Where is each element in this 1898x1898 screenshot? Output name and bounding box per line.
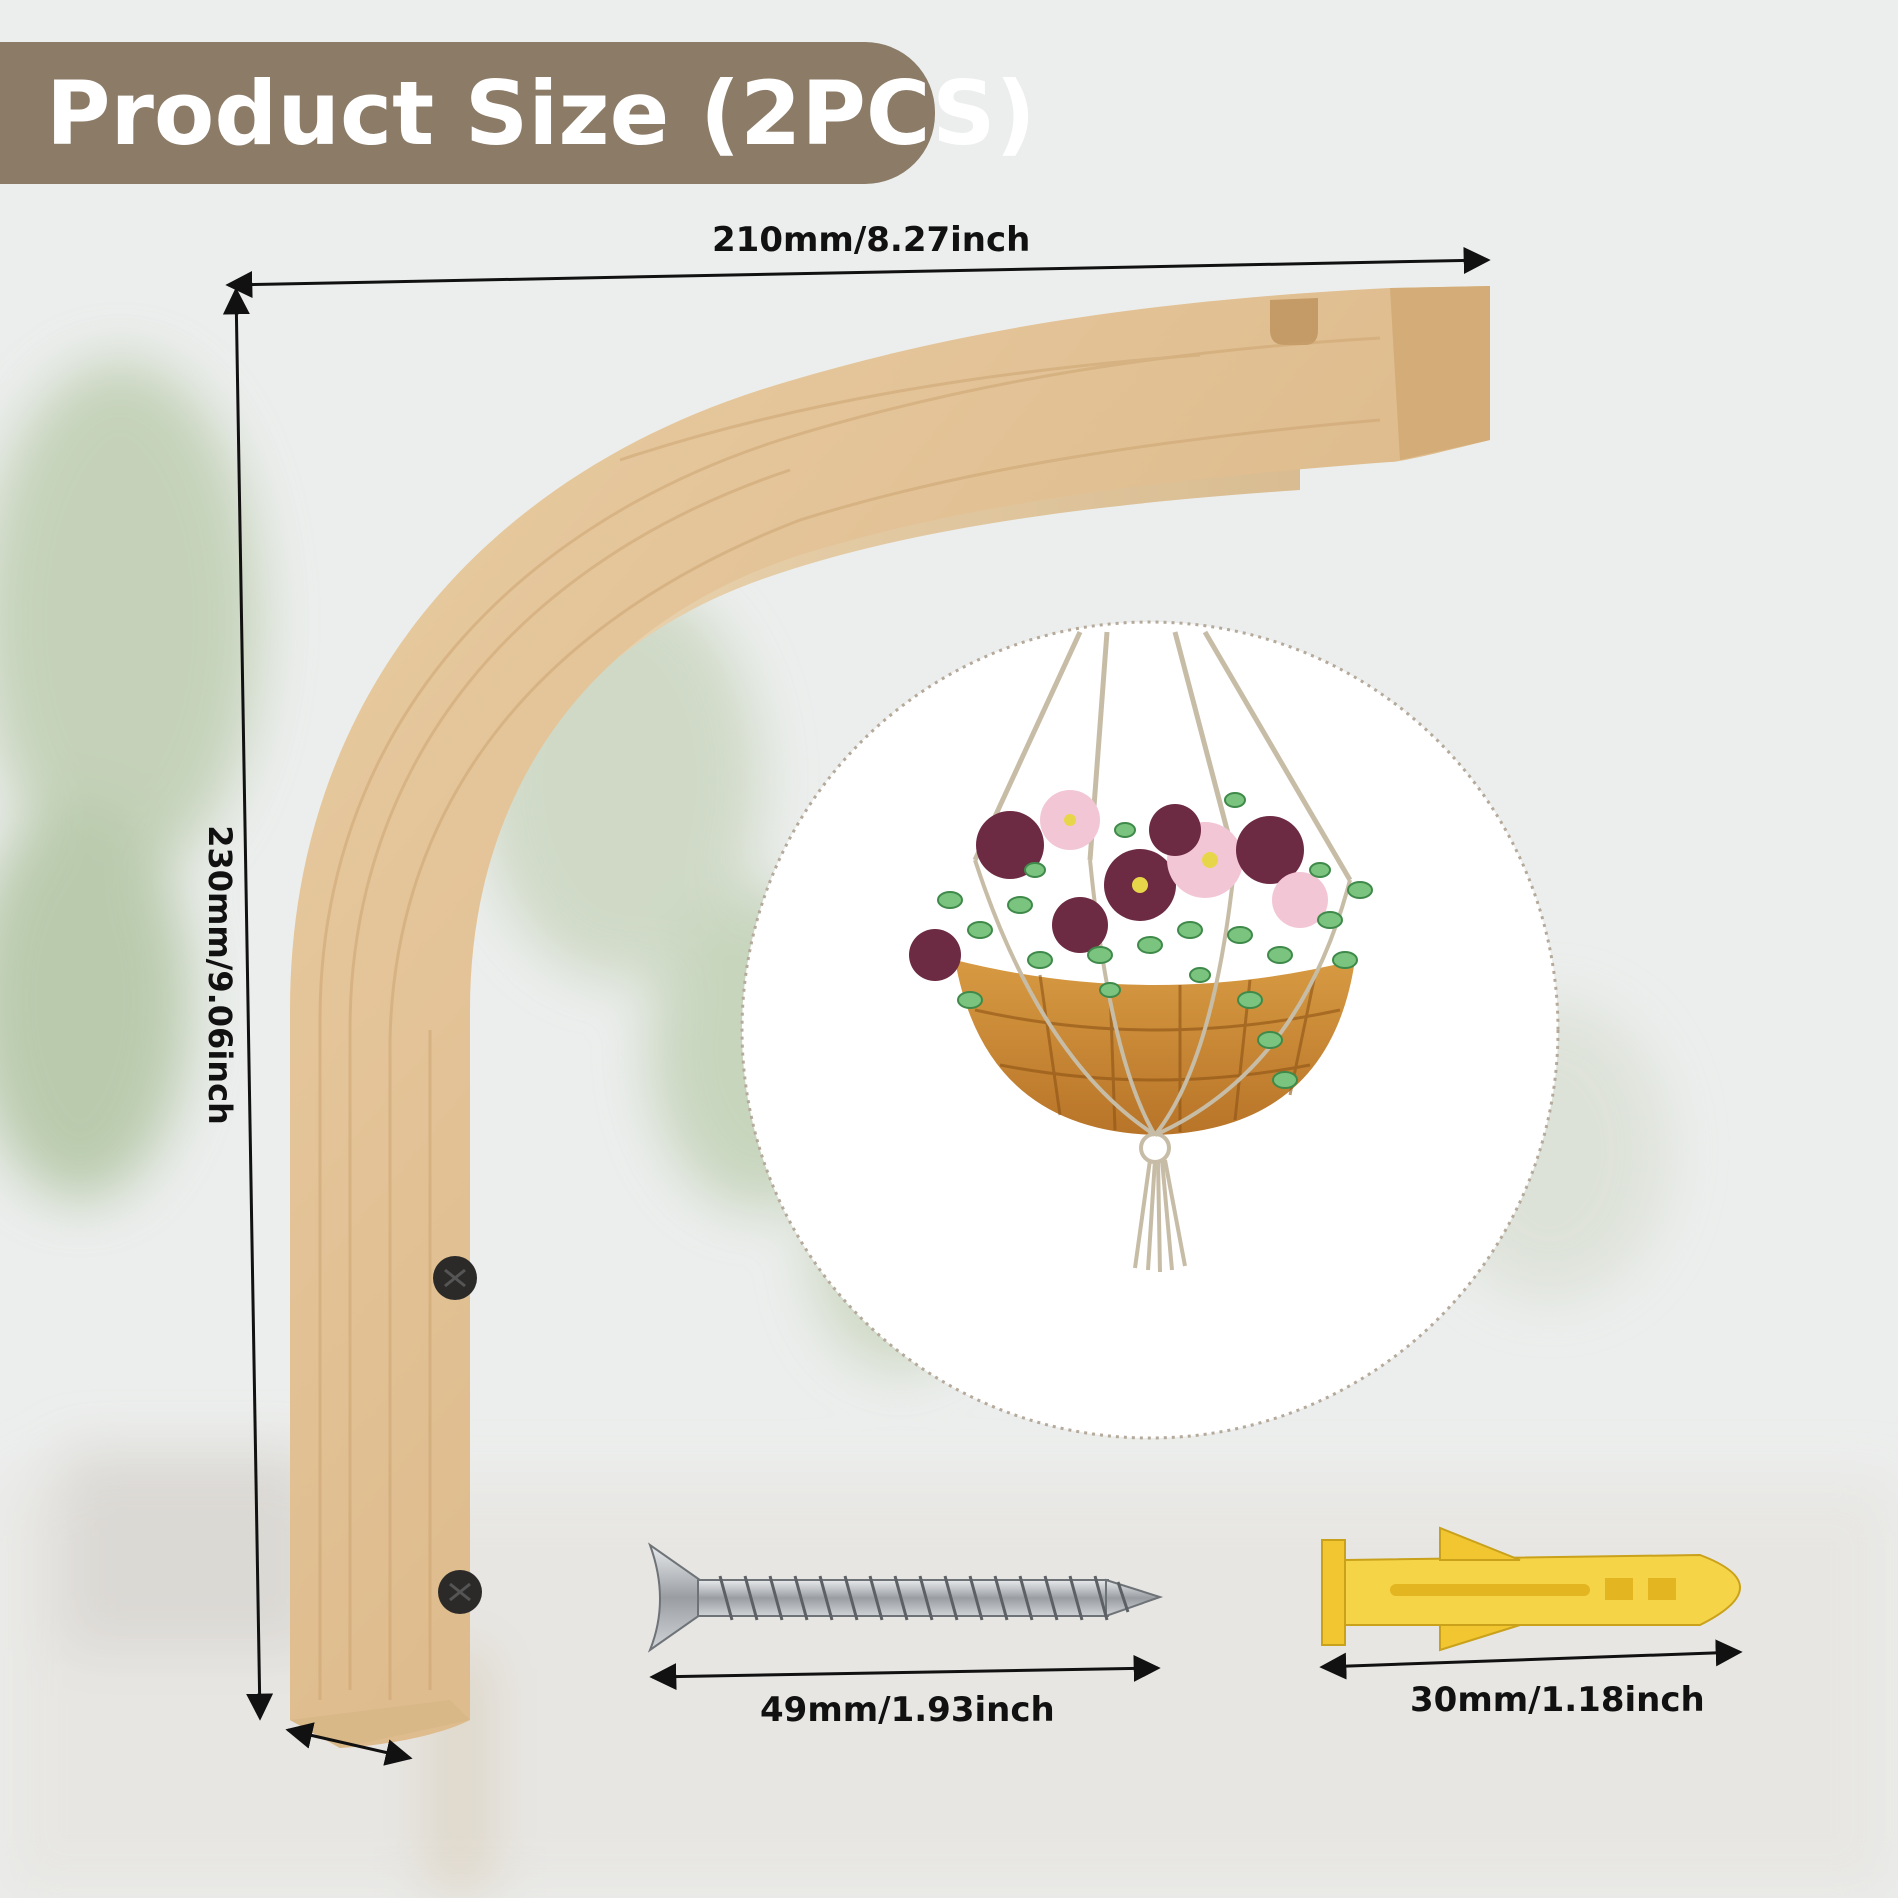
- height-arrow: [222, 287, 274, 1721]
- hanging-basket-illustration: [740, 620, 1560, 1440]
- bracket-screw-hole-icon: [433, 1256, 477, 1300]
- height-label: 230mm/9.06inch: [201, 825, 239, 1125]
- title-banner: Product Size (2PCS): [0, 42, 1036, 184]
- screw-length-arrow: [649, 1654, 1161, 1691]
- screw-icon: [647, 1542, 1164, 1653]
- screw-length-label: 49mm/1.93inch: [760, 1690, 1055, 1730]
- width-arrow: [225, 246, 1491, 299]
- bracket-screw-hole-icon: [438, 1570, 482, 1614]
- anchor-length-arrow: [1319, 1639, 1743, 1680]
- wall-anchor-icon: [1321, 1526, 1741, 1652]
- anchor-length-label: 30mm/1.18inch: [1410, 1680, 1705, 1720]
- depth-arrow: [285, 1722, 413, 1766]
- banner-title: Product Size (2PCS): [46, 61, 1036, 165]
- width-label: 210mm/8.27inch: [712, 220, 1031, 260]
- wooden-bracket: [290, 286, 1490, 1748]
